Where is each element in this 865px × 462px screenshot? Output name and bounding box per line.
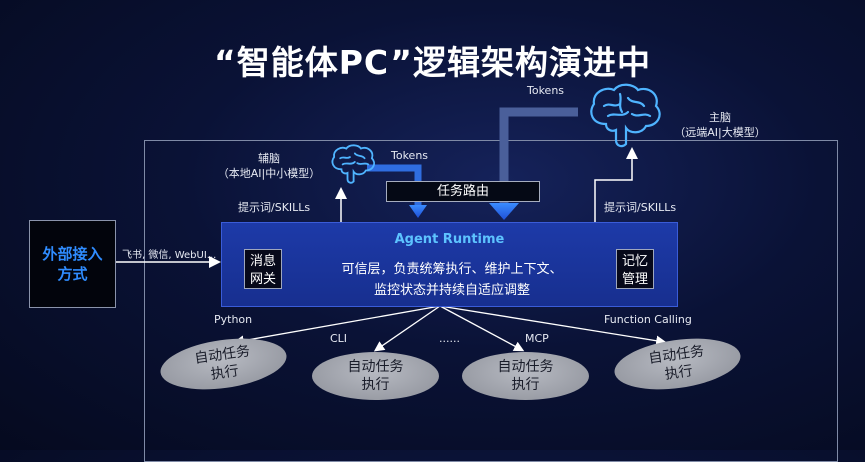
memory-management-box: 记忆 管理: [616, 249, 654, 289]
aux-brain-label: 辅脑 （本地AI|中小模型）: [217, 152, 321, 180]
connector-lines: [209, 107, 667, 352]
prompt-label-right: 提示词/SKILLs: [604, 201, 677, 214]
runtime-description: 可信层，负责统筹执行、维护上下文、 监控状态并持续自适应调整: [341, 262, 563, 298]
interface-label-function-calling: Function Calling: [604, 313, 692, 326]
agent-runtime-box: Agent Runtime 可信层，负责统筹执行、维护上下文、 监控状态并持续自…: [221, 222, 678, 307]
interface-label-cli: CLI: [330, 332, 348, 345]
main-tokens-head: [489, 203, 519, 220]
message-gateway-box: 消息 网关: [244, 249, 282, 289]
runtime-title: Agent Runtime: [394, 232, 505, 247]
prompt-label-left: 提示词/SKILLs: [238, 201, 311, 214]
main-brain-label: 主脑 （远端AI|大模型）: [674, 111, 766, 139]
interface-label-mcp: MCP: [525, 332, 549, 345]
task-execution-node: 自动任务执行: [312, 352, 439, 400]
aux-tokens-head: [409, 205, 427, 218]
brain-icon: [590, 83, 661, 148]
tokens-label-top: Tokens: [527, 84, 565, 97]
interface-label-ellipsis: ......: [439, 332, 460, 345]
task-router-box: 任务路由: [386, 181, 540, 202]
interface-label-python: Python: [214, 313, 253, 326]
page-title: “智能体PC”逻辑架构演进中: [214, 43, 651, 82]
main-prompt-arrow: [594, 147, 638, 222]
tokens-label-small: Tokens: [391, 149, 429, 162]
task-execution-node: 自动任务执行: [462, 352, 589, 400]
external-access-box: 外部接入 方式: [29, 220, 116, 308]
brain-icon: [331, 144, 375, 184]
channels-label: 飞书, 微信, WebUI...: [122, 250, 217, 261]
main-tokens-path: [499, 107, 578, 204]
